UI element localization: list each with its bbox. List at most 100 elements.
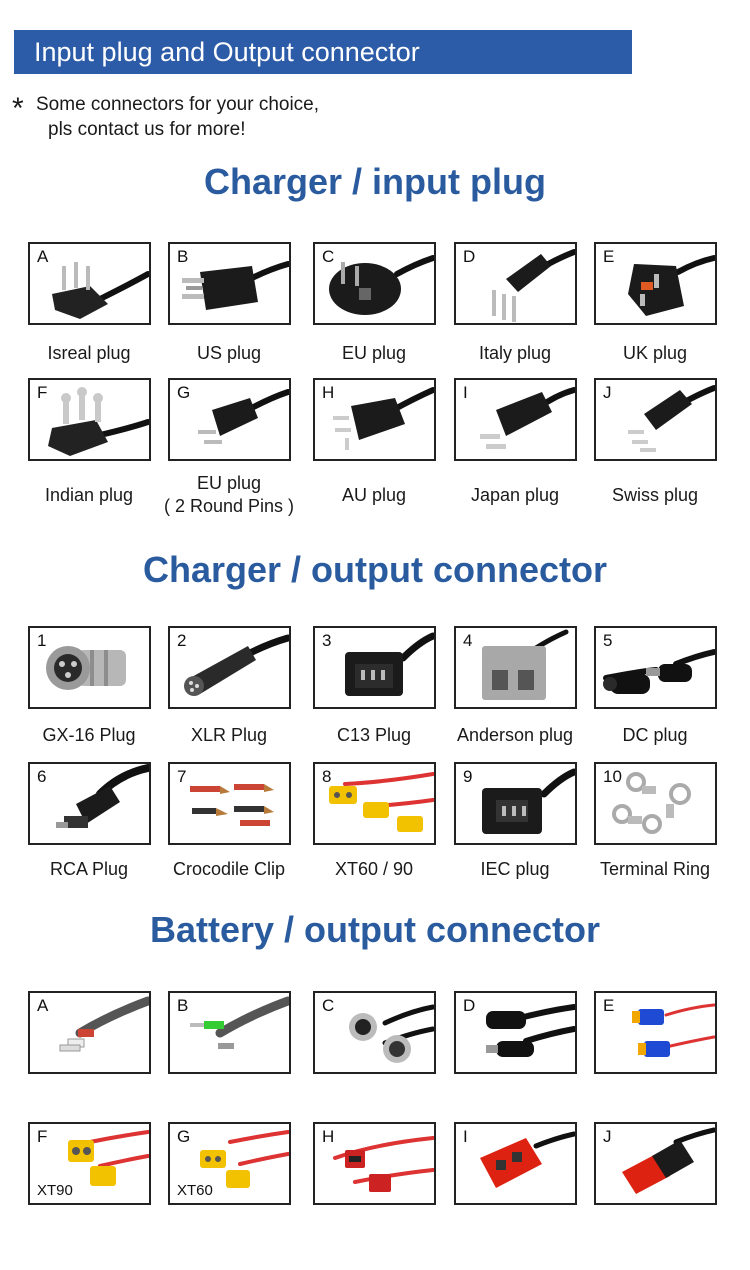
connector-caption-line: AU plug	[341, 485, 407, 505]
connector-code: 10	[603, 767, 622, 786]
connector-code: G	[177, 383, 191, 402]
connector-caption-line: Isreal plug	[47, 343, 131, 363]
connector-caption: EU plug	[299, 342, 449, 365]
connector-code: H	[322, 383, 335, 402]
connector-caption: XT60 / 90	[299, 858, 449, 881]
connector-caption: UK plug	[580, 342, 730, 365]
connector-caption: AU plug	[299, 484, 449, 507]
connector-code: G	[177, 1127, 191, 1146]
connector-caption-line: US plug	[196, 343, 262, 363]
connector-caption: US plug	[154, 342, 304, 365]
connector-caption-line: Anderson plug	[456, 725, 574, 745]
connector-caption-line: XLR Plug	[190, 725, 268, 745]
connector-card: A	[28, 991, 151, 1074]
connector-card: D	[454, 991, 577, 1074]
note-line-1: Some connectors for your choice,	[36, 94, 320, 115]
connector-code: J	[603, 383, 612, 402]
connector-code: 3	[322, 631, 332, 650]
note-line-2: pls contact us for more!	[48, 119, 246, 140]
connector-caption: XLR Plug	[154, 724, 304, 747]
connector-caption: GX-16 Plug	[14, 724, 164, 747]
connector-card: J	[594, 378, 717, 461]
connector-card: F	[28, 378, 151, 461]
connector-caption-line: RCA Plug	[49, 859, 129, 879]
connector-code: 6	[37, 767, 47, 786]
connector-caption-line: C13 Plug	[336, 725, 412, 745]
connector-code: I	[463, 383, 468, 402]
connector-card: J	[594, 1122, 717, 1205]
connector-caption-line: Indian plug	[44, 485, 134, 505]
connector-card: 2	[168, 626, 291, 709]
connector-caption: RCA Plug	[14, 858, 164, 881]
connector-caption-line: Terminal Ring	[599, 859, 711, 879]
connector-caption: Crocodile Clip	[154, 858, 304, 881]
connector-caption: DC plug	[580, 724, 730, 747]
connector-code: J	[603, 1127, 612, 1146]
banner-title: Input plug and Output connector	[34, 37, 420, 67]
connector-code: F	[37, 383, 48, 402]
connector-caption-line: IEC plug	[480, 859, 550, 879]
connector-code: 4	[463, 631, 473, 650]
connector-card: 1	[28, 626, 151, 709]
connector-card: 8	[313, 762, 436, 845]
connector-caption-line-2: ( 2 Round Pins )	[163, 496, 295, 516]
connector-code: 8	[322, 767, 332, 786]
connector-code: 7	[177, 767, 187, 786]
connector-card: 6	[28, 762, 151, 845]
connector-code: B	[177, 247, 189, 266]
connector-card: B	[168, 242, 291, 325]
connector-card: B	[168, 991, 291, 1074]
connector-caption: Isreal plug	[14, 342, 164, 365]
section-title-charger-output: Charger / output connector	[142, 549, 607, 590]
connector-caption: Swiss plug	[580, 484, 730, 507]
connector-card: 9	[454, 762, 577, 845]
connector-code: F	[37, 1127, 48, 1146]
connector-caption: C13 Plug	[299, 724, 449, 747]
connector-card: I	[454, 378, 577, 461]
connector-code: D	[463, 996, 476, 1015]
connector-caption-line: GX-16 Plug	[42, 725, 136, 745]
connector-card: H	[313, 1122, 436, 1205]
connector-sublabel: XT90	[37, 1182, 73, 1199]
section-title-input-plug: Charger / input plug	[204, 161, 546, 202]
connector-caption-line: Japan plug	[470, 485, 560, 505]
connector-caption-line: EU plug	[196, 473, 262, 493]
connector-code: 5	[603, 631, 613, 650]
section-title-battery-output: Battery / output connector	[149, 909, 601, 950]
connector-card: 7	[168, 762, 291, 845]
connector-caption: Terminal Ring	[580, 858, 730, 881]
connector-card: E	[594, 991, 717, 1074]
connector-card: F XT90	[28, 1122, 151, 1205]
asterisk-icon: *	[12, 92, 24, 125]
connector-code: E	[603, 996, 615, 1015]
connector-caption: Indian plug	[14, 484, 164, 507]
connector-code: B	[177, 996, 189, 1015]
connector-caption: Italy plug	[440, 342, 590, 365]
connector-code: C	[322, 996, 335, 1015]
connector-card: G	[168, 378, 291, 461]
connector-card: H	[313, 378, 436, 461]
connector-card: D	[454, 242, 577, 325]
connector-code: 2	[177, 631, 187, 650]
connector-code: H	[322, 1127, 335, 1146]
connector-code: 9	[463, 767, 473, 786]
connector-code: A	[37, 247, 49, 266]
connector-code: A	[37, 996, 49, 1015]
connector-caption-line: EU plug	[341, 343, 407, 363]
connector-code: I	[463, 1127, 468, 1146]
connector-card: 4	[454, 626, 577, 709]
connector-caption-line: DC plug	[622, 725, 688, 745]
title-banner: Input plug and Output connector	[14, 30, 632, 74]
connector-caption-line: XT60 / 90	[334, 859, 414, 879]
connector-caption-line: Crocodile Clip	[172, 859, 286, 879]
connector-card: C	[313, 242, 436, 325]
connector-card: A	[28, 242, 151, 325]
connector-caption-line: Swiss plug	[611, 485, 699, 505]
connector-card: 10	[594, 762, 717, 845]
connector-caption: Anderson plug	[440, 724, 590, 747]
connector-caption: IEC plug	[440, 858, 590, 881]
connector-code: C	[322, 247, 335, 266]
connector-caption-line: Italy plug	[478, 343, 552, 363]
connector-card: E	[594, 242, 717, 325]
